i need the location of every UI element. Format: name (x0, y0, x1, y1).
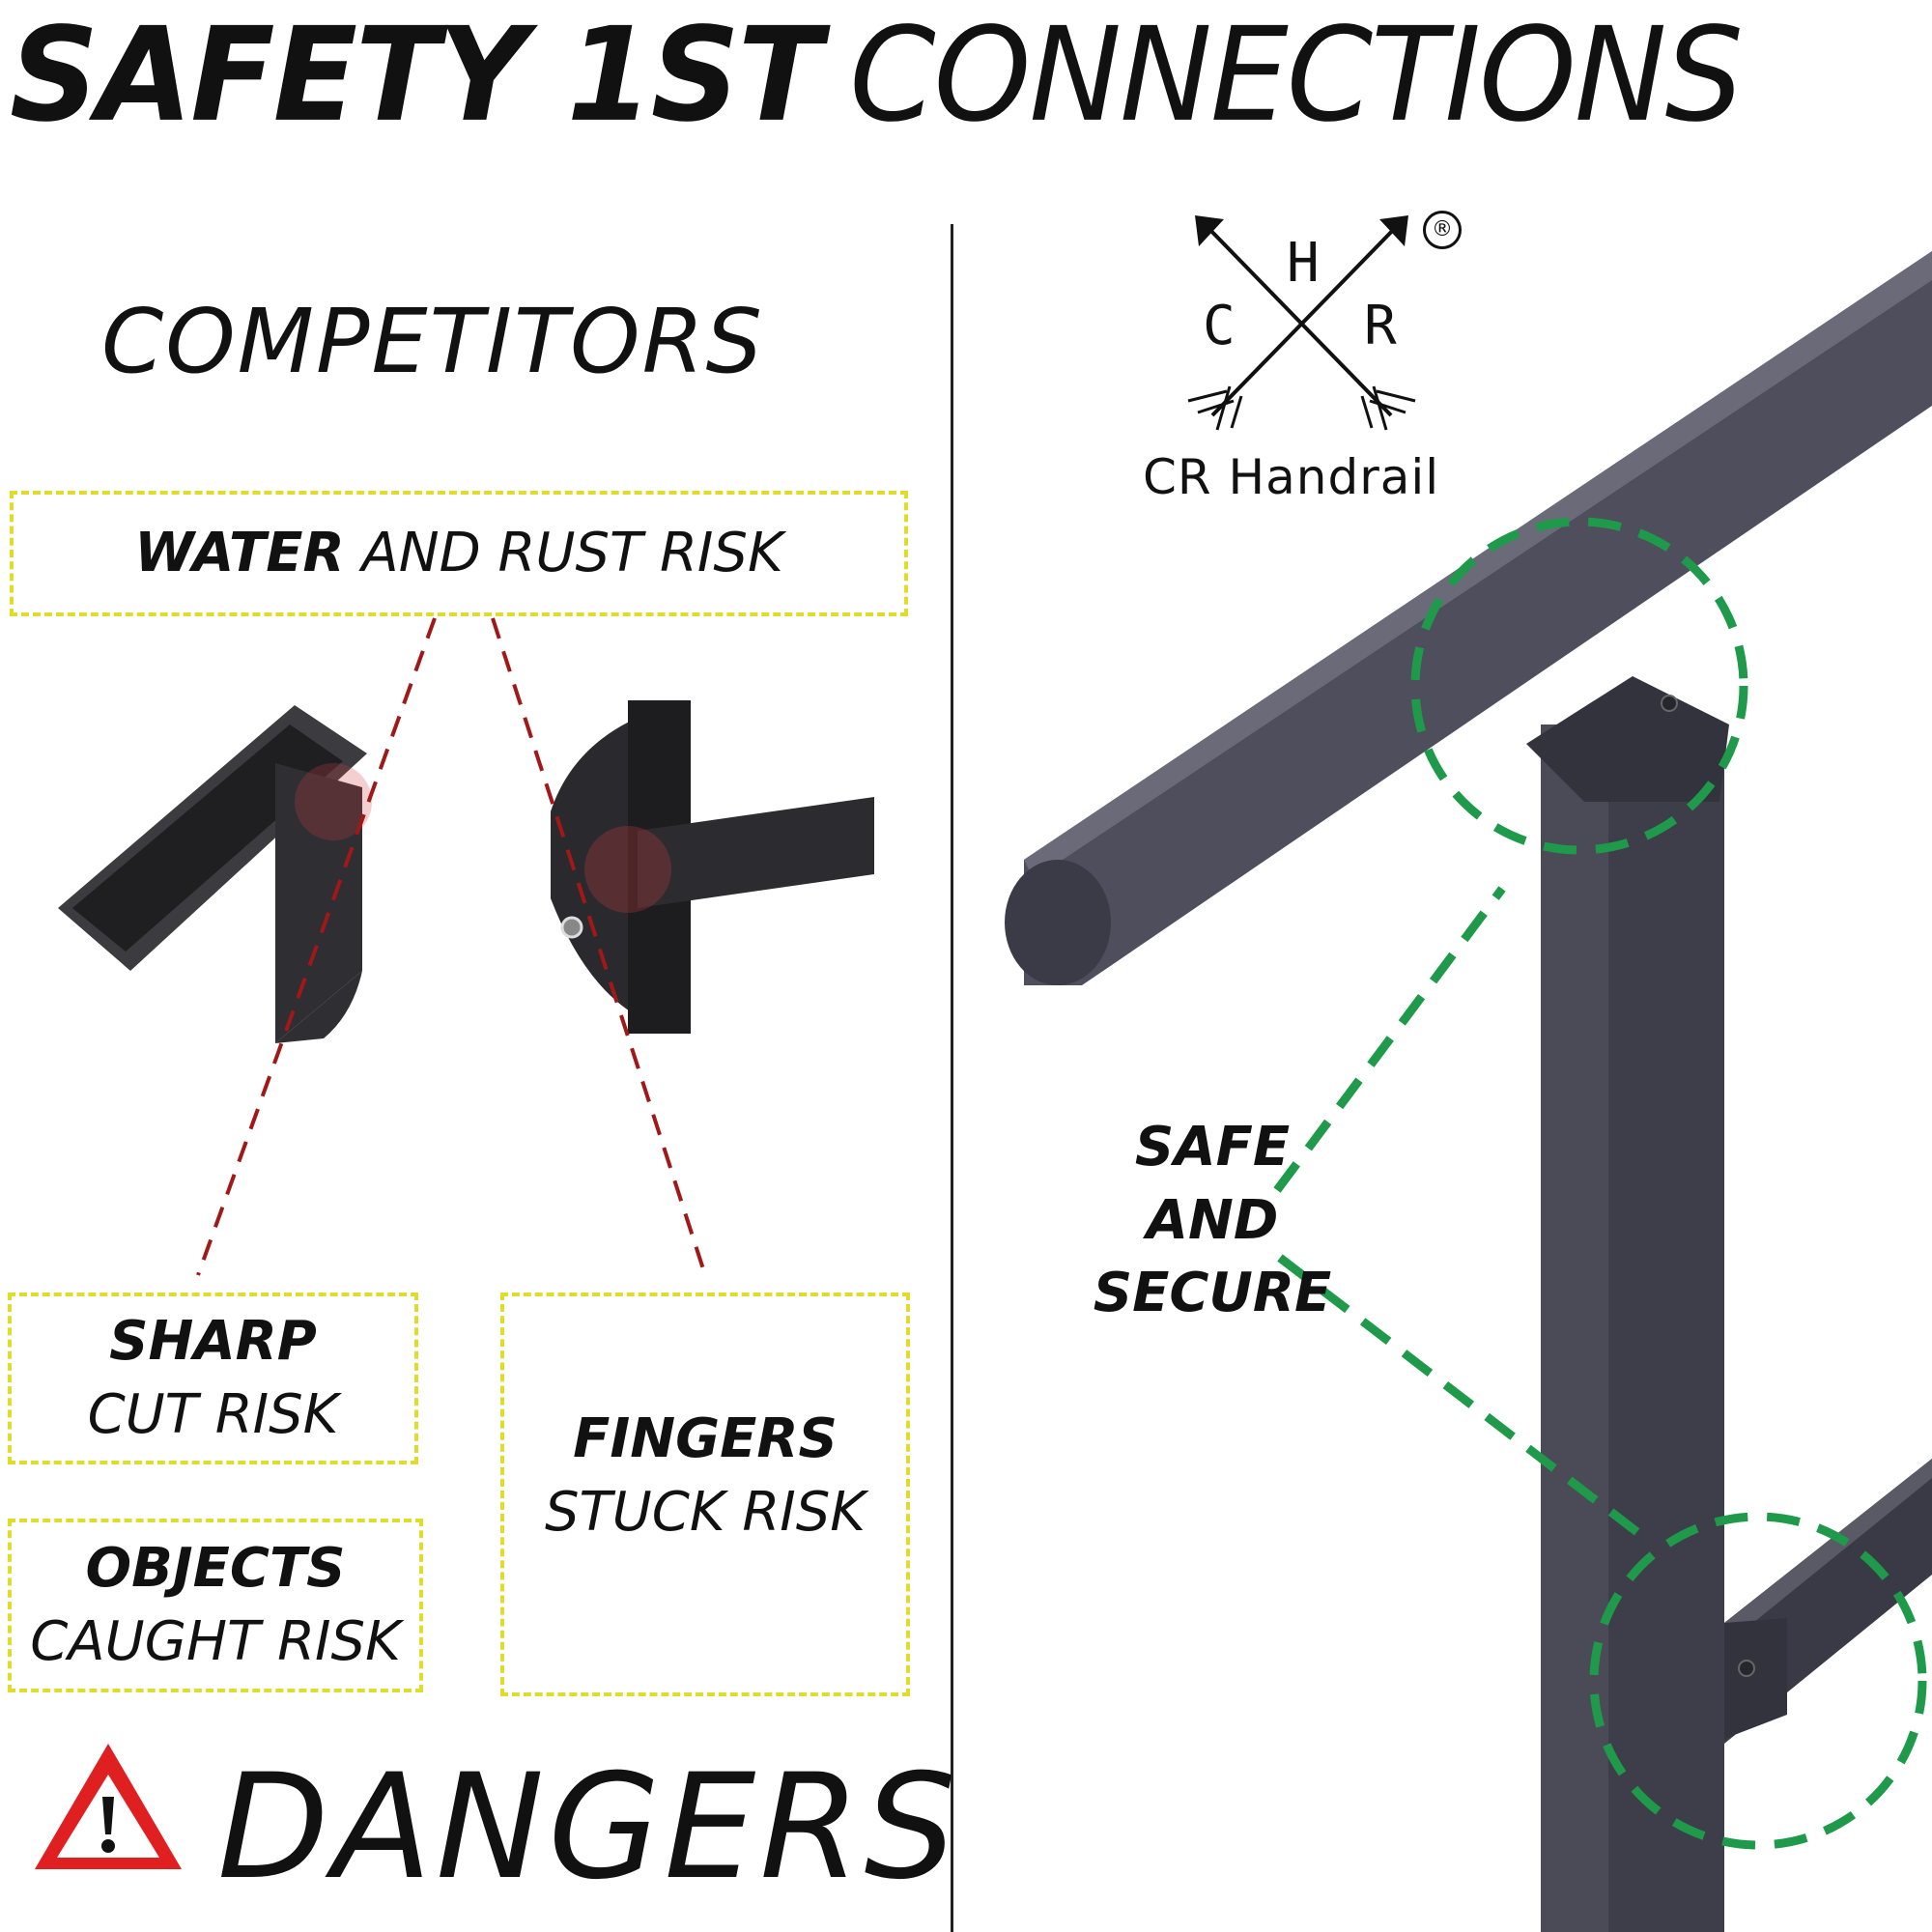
cr-handrail-logo-icon (1187, 215, 1416, 431)
objects-caught-risk-box: OBJECTS CAUGHT RISK (8, 1519, 423, 1692)
box-text: CUT RISK (87, 1383, 339, 1446)
registered-mark: ® (1423, 211, 1462, 249)
title-bold: SAFETY 1ST (10, 0, 822, 152)
competitor-bracket-left (58, 705, 372, 1043)
callout-line-3: SECURE (1093, 1262, 1332, 1325)
registered-symbol: ® (1432, 217, 1453, 242)
box-text: STUCK RISK (544, 1480, 867, 1544)
fingers-stuck-risk-box: FINGERS STUCK RISK (500, 1293, 910, 1696)
box-bold: FINGERS (573, 1407, 838, 1470)
warning-triangle-icon (35, 1744, 182, 1869)
logo-letter-c: C (1203, 295, 1236, 357)
brand-name: CR Handrail (1143, 449, 1440, 505)
box-bold: WATER (134, 522, 345, 585)
section-divider (951, 224, 953, 1932)
handrail-illustration (1005, 251, 1932, 1932)
competitors-heading: COMPETITORS (101, 290, 764, 393)
box-text: AND RUST RISK (361, 522, 783, 585)
title-light: CONNECTIONS (849, 0, 1744, 152)
box-text: CAUGHT RISK (30, 1610, 401, 1673)
logo-letter-r: R (1364, 295, 1397, 357)
safe-secure-callout: SAFE AND SECURE (1092, 1111, 1333, 1330)
sharp-cut-risk-box: SHARP CUT RISK (8, 1293, 418, 1464)
box-bold: OBJECTS (85, 1537, 346, 1601)
dangers-label: DANGERS (217, 1744, 960, 1912)
callout-line-1: SAFE (1134, 1116, 1291, 1179)
water-rust-risk-box: WATER AND RUST RISK (10, 491, 908, 616)
competitor-bracket-right (551, 700, 874, 1034)
callout-line-2: AND (1146, 1188, 1279, 1252)
logo-letter-h: H (1287, 232, 1320, 295)
competitor-connectors-illustration (58, 617, 874, 1276)
box-bold: SHARP (109, 1310, 317, 1374)
